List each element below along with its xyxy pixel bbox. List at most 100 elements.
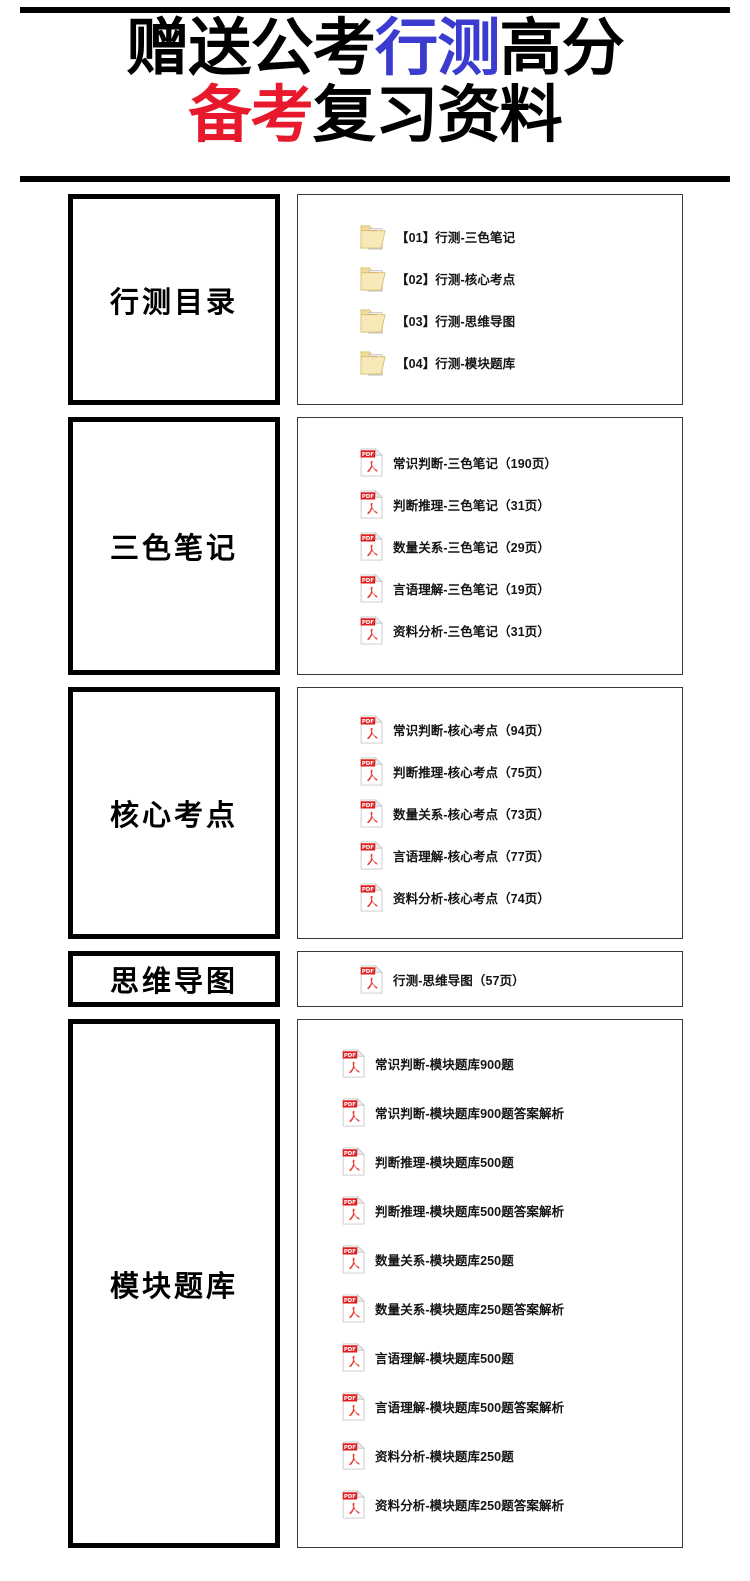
folder-pdf-icon [360, 309, 386, 334]
svg-text:PDF: PDF [362, 620, 374, 626]
svg-text:PDF: PDF [344, 1298, 356, 1304]
file-item-label: 判断推理-三色笔记（31页） [393, 498, 550, 513]
pdf-file-icon: PDF [360, 882, 384, 912]
pdf-file-icon: PDF [360, 714, 384, 744]
file-item[interactable]: PDF 数量关系-核心考点（73页） [298, 792, 682, 834]
file-item-label: 资料分析-三色笔记（31页） [393, 624, 550, 639]
title-segment: 备考 [188, 78, 313, 152]
file-item[interactable]: PDF 数量关系-三色笔记（29页） [298, 525, 682, 567]
file-item[interactable]: PDF 言语理解-模块题库500题 [298, 1333, 682, 1382]
svg-text:PDF: PDF [344, 1200, 356, 1206]
file-item[interactable]: PDF 数量关系-模块题库250题答案解析 [298, 1284, 682, 1333]
title-segment: 复习资料 [312, 78, 563, 152]
svg-text:PDF: PDF [344, 1445, 356, 1451]
file-item-label: 言语理解-模块题库500题 [375, 1351, 514, 1366]
svg-text:PDF: PDF [344, 1347, 356, 1353]
file-item[interactable]: PDF 判断推理-三色笔记（31页） [298, 483, 682, 525]
file-item-label: 【01】行测-三色笔记 [396, 231, 516, 245]
title-segment: 赠送公考 [126, 11, 376, 84]
file-item[interactable]: 【01】行测-三色笔记 [298, 216, 682, 258]
svg-text:PDF: PDF [362, 452, 374, 458]
file-item[interactable]: PDF 常识判断-模块题库900题答案解析 [298, 1088, 682, 1137]
svg-text:PDF: PDF [362, 761, 374, 767]
pdf-file-icon: PDF [360, 798, 384, 828]
header-top-rule [20, 7, 730, 13]
section-label-core: 核心考点 [109, 798, 238, 832]
pdf-file-icon: PDF [342, 1146, 366, 1176]
file-item-label: 数量关系-模块题库250题答案解析 [375, 1302, 565, 1317]
svg-text:PDF: PDF [362, 719, 374, 725]
file-item[interactable]: 【02】行测-核心考点 [298, 258, 682, 300]
svg-text:PDF: PDF [362, 887, 374, 893]
pdf-file-icon: PDF [342, 1391, 366, 1421]
pdf-file-icon: PDF [360, 615, 384, 645]
svg-text:PDF: PDF [362, 536, 374, 542]
file-item-label: 常识判断-三色笔记（190页） [393, 456, 558, 471]
svg-text:PDF: PDF [344, 1396, 356, 1402]
svg-text:PDF: PDF [362, 845, 374, 851]
section-label-box-notes: 三色笔记 [68, 417, 280, 675]
svg-text:PDF: PDF [362, 494, 374, 500]
page-title: 赠送公考行测高分 备考复习资料 [0, 14, 750, 146]
file-item[interactable]: PDF 资料分析-三色笔记（31页） [298, 609, 682, 651]
file-item-label: 数量关系-模块题库250题 [375, 1253, 514, 1268]
pdf-file-icon: PDF [342, 1342, 366, 1372]
file-item-label: 常识判断-模块题库900题答案解析 [375, 1106, 565, 1121]
file-item-label: 判断推理-核心考点（75页） [393, 765, 550, 780]
pdf-file-icon: PDF [342, 1244, 366, 1274]
section-label-catalog: 行测目录 [109, 284, 238, 319]
title-segment: 高分 [499, 11, 624, 84]
file-item-label: 常识判断-核心考点（94页） [393, 723, 550, 738]
title-segment: 行测 [374, 11, 500, 84]
svg-text:PDF: PDF [362, 803, 374, 809]
file-item[interactable]: PDF 常识判断-核心考点（94页） [298, 708, 682, 750]
title-line-1: 赠送公考行测高分 [0, 16, 750, 79]
svg-text:PDF: PDF [362, 578, 374, 584]
file-item[interactable]: PDF 判断推理-核心考点（75页） [298, 750, 682, 792]
file-item-label: 言语理解-核心考点（77页） [393, 849, 550, 864]
section-label-notes: 三色笔记 [109, 531, 238, 565]
folder-pdf-icon [360, 351, 386, 376]
file-item[interactable]: PDF 数量关系-模块题库250题 [298, 1235, 682, 1284]
file-list-core: PDF 常识判断-核心考点（94页） PDF 判断推理-核心考点（75页） PDF 数量关… [297, 687, 683, 939]
file-item[interactable]: PDF 言语理解-三色笔记（19页） [298, 567, 682, 609]
svg-text:PDF: PDF [344, 1151, 356, 1157]
pdf-file-icon: PDF [342, 1440, 366, 1470]
file-item-label: 言语理解-三色笔记（19页） [393, 582, 550, 597]
section-label-box-catalog: 行测目录 [68, 194, 280, 405]
file-item-label: 数量关系-核心考点（73页） [393, 807, 550, 822]
svg-text:PDF: PDF [362, 969, 374, 975]
file-item-label: 【02】行测-核心考点 [396, 273, 516, 287]
file-item-label: 【04】行测-模块题库 [396, 357, 516, 371]
file-item[interactable]: 【03】行测-思维导图 [298, 300, 682, 342]
pdf-file-icon: PDF [360, 756, 384, 786]
pdf-file-icon: PDF [360, 531, 384, 561]
file-item[interactable]: PDF 言语理解-核心考点（77页） [298, 834, 682, 876]
pdf-file-icon: PDF [342, 1293, 366, 1323]
svg-text:PDF: PDF [344, 1494, 356, 1500]
pdf-file-icon: PDF [342, 1489, 366, 1519]
file-item-label: 言语理解-模块题库500题答案解析 [375, 1400, 565, 1415]
section-label-bank: 模块题库 [109, 1268, 238, 1303]
pdf-file-icon: PDF [342, 1097, 366, 1127]
pdf-file-icon: PDF [342, 1195, 366, 1225]
file-item[interactable]: PDF 资料分析-模块题库250题 [298, 1431, 682, 1480]
file-item[interactable]: PDF 常识判断-三色笔记（190页） [298, 441, 682, 483]
file-item-label: 资料分析-模块题库250题 [375, 1449, 514, 1464]
pdf-file-icon: PDF [360, 964, 384, 994]
header-bottom-rule [20, 176, 730, 182]
file-item[interactable]: 【04】行测-模块题库 [298, 342, 682, 384]
file-item[interactable]: PDF 言语理解-模块题库500题答案解析 [298, 1382, 682, 1431]
file-item-label: 数量关系-三色笔记（29页） [393, 540, 550, 555]
file-list-notes: PDF 常识判断-三色笔记（190页） PDF 判断推理-三色笔记（31页） PDF 数量… [297, 417, 683, 675]
